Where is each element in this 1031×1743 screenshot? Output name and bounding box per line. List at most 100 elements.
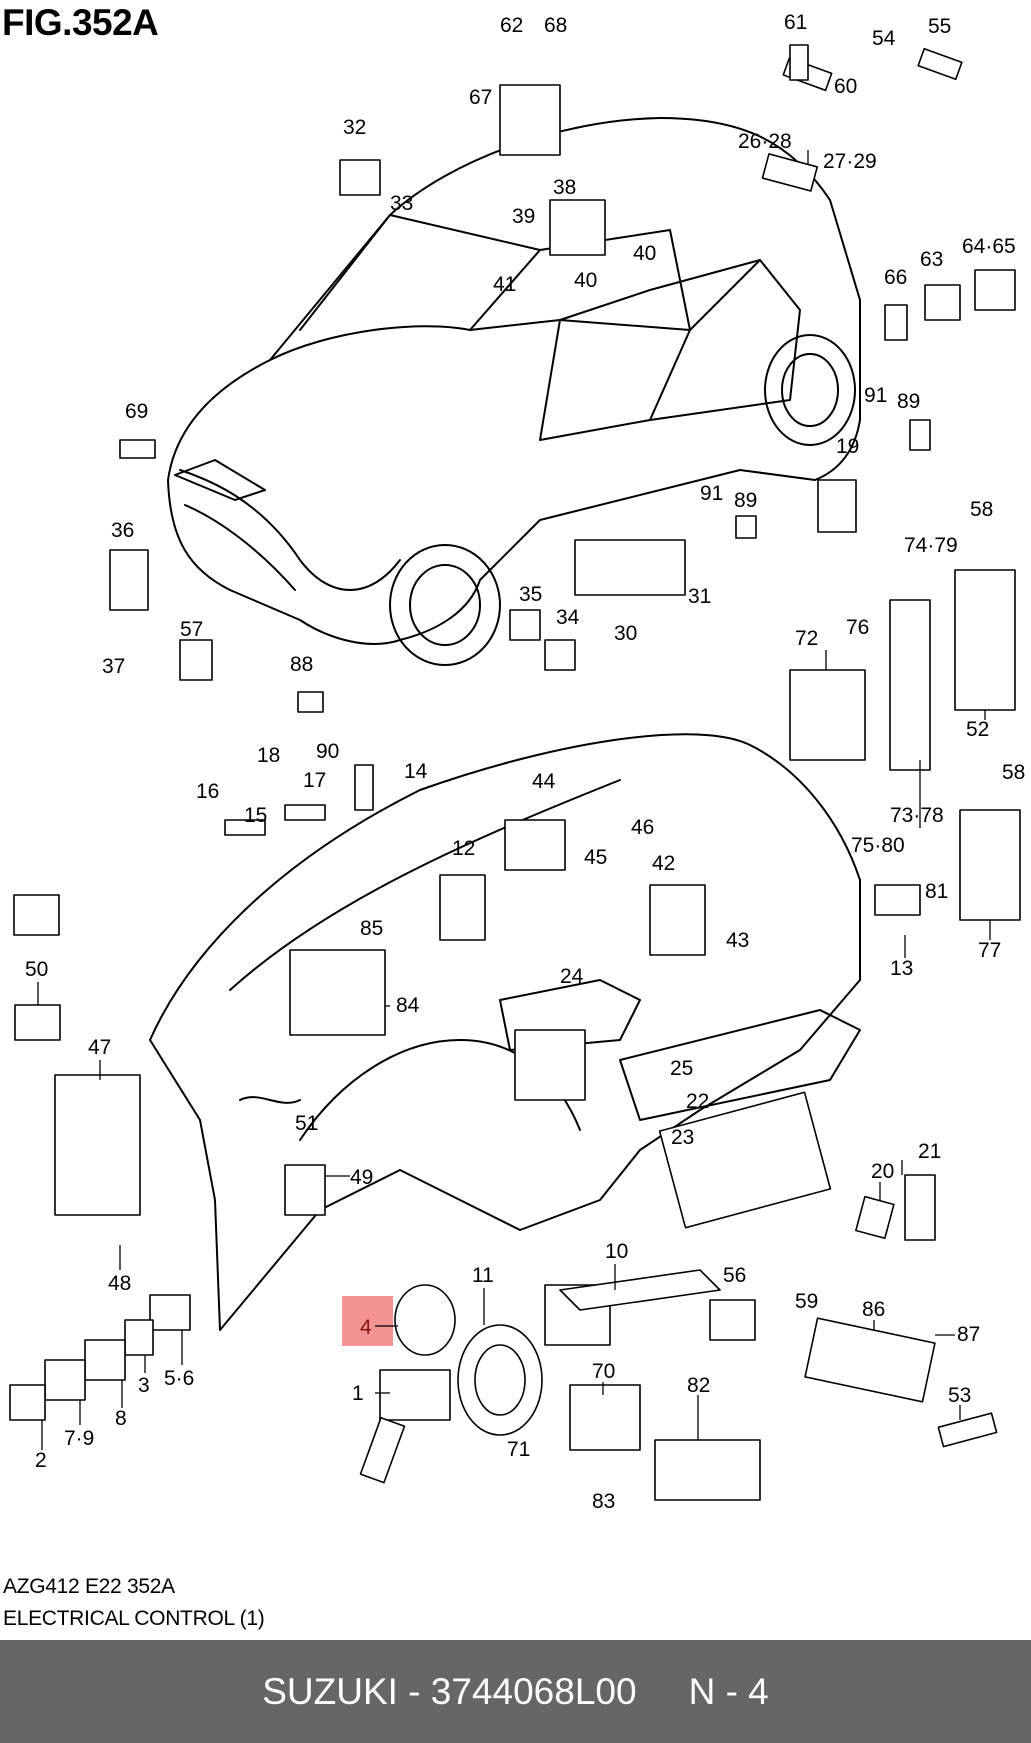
callout-38[interactable]: 38	[553, 176, 576, 199]
callout-30[interactable]: 30	[614, 622, 637, 645]
callout-15[interactable]: 15	[244, 804, 267, 827]
callout-18[interactable]: 18	[257, 744, 280, 767]
callout-17[interactable]: 17	[303, 769, 326, 792]
callout-20[interactable]: 20	[871, 1160, 894, 1183]
callout-62[interactable]: 62	[500, 14, 523, 37]
callout-7-9[interactable]: 7·9	[64, 1427, 94, 1450]
callout-23[interactable]: 23	[671, 1126, 694, 1149]
callout-89a[interactable]: 89	[897, 390, 920, 413]
callout-8[interactable]: 8	[115, 1407, 127, 1430]
callout-5-6[interactable]: 5·6	[164, 1367, 194, 1390]
callout-22[interactable]: 22	[686, 1090, 709, 1113]
callout-4[interactable]: 4	[360, 1316, 372, 1339]
callout-39[interactable]: 39	[512, 205, 535, 228]
callout-14[interactable]: 14	[404, 760, 428, 783]
callout-labels: 1 2 3 4 5·6 7·9 8 10 11 12 13 14 15 16 1…	[25, 11, 1025, 1513]
callout-70[interactable]: 70	[592, 1360, 615, 1383]
callout-67[interactable]: 67	[469, 86, 492, 109]
callout-63[interactable]: 63	[920, 248, 943, 271]
callout-35[interactable]: 35	[519, 583, 542, 606]
callout-54[interactable]: 54	[872, 27, 896, 50]
callout-26-28[interactable]: 26·28	[738, 130, 792, 153]
callout-76[interactable]: 76	[846, 616, 869, 639]
callout-36[interactable]: 36	[111, 519, 134, 542]
callout-32[interactable]: 32	[343, 116, 366, 139]
callout-50[interactable]: 50	[25, 958, 48, 981]
callout-51[interactable]: 51	[295, 1112, 318, 1135]
callout-16[interactable]: 16	[196, 780, 219, 803]
figure-title: FIG.352A	[2, 2, 159, 43]
callout-91a[interactable]: 91	[864, 384, 887, 407]
callout-43[interactable]: 43	[726, 929, 749, 952]
callout-58a[interactable]: 58	[970, 498, 993, 521]
parts-diagram: 1 2 3 4 5·6 7·9 8 10 11 12 13 14 15 16 1…	[9, 11, 1025, 1513]
callout-31[interactable]: 31	[688, 585, 711, 608]
callout-47[interactable]: 47	[88, 1036, 111, 1059]
callout-61[interactable]: 61	[784, 11, 807, 34]
callout-21[interactable]: 21	[918, 1140, 941, 1163]
callout-73-78[interactable]: 73·78	[890, 804, 944, 827]
callout-57[interactable]: 57	[180, 618, 203, 641]
highlight-box	[342, 1296, 393, 1346]
callout-52[interactable]: 52	[966, 718, 989, 741]
callout-24[interactable]: 24	[560, 965, 584, 988]
callout-58b[interactable]: 58	[1002, 761, 1025, 784]
callout-10[interactable]: 10	[605, 1240, 628, 1263]
callout-60[interactable]: 60	[834, 75, 857, 98]
callout-91b[interactable]: 91	[700, 482, 723, 505]
callout-74-79[interactable]: 74·79	[904, 534, 958, 557]
callout-42[interactable]: 42	[652, 852, 675, 875]
callout-82[interactable]: 82	[687, 1374, 710, 1397]
callout-64-65[interactable]: 64·65	[962, 235, 1016, 258]
car-body-illustration	[167, 117, 861, 666]
callout-53[interactable]: 53	[948, 1384, 971, 1407]
callout-81[interactable]: 81	[925, 880, 948, 903]
callout-86[interactable]: 86	[862, 1298, 885, 1321]
callout-12[interactable]: 12	[452, 837, 475, 860]
callout-3[interactable]: 3	[138, 1374, 150, 1397]
callout-75-80[interactable]: 75·80	[851, 834, 905, 857]
callout-25[interactable]: 25	[670, 1057, 693, 1080]
callout-33[interactable]: 33	[390, 192, 413, 215]
callout-13[interactable]: 13	[890, 957, 913, 980]
leader-lines	[37, 150, 991, 1450]
callout-87[interactable]: 87	[957, 1323, 980, 1346]
footer-brand: SUZUKI	[262, 1670, 398, 1712]
callout-55[interactable]: 55	[928, 15, 951, 38]
callout-83[interactable]: 83	[592, 1490, 615, 1513]
callout-49[interactable]: 49	[350, 1166, 373, 1189]
callout-45[interactable]: 45	[584, 846, 607, 869]
callout-40b[interactable]: 40	[574, 269, 597, 292]
callout-41[interactable]: 41	[493, 273, 516, 296]
callout-69[interactable]: 69	[125, 400, 148, 423]
callout-68[interactable]: 68	[544, 14, 567, 37]
callout-2[interactable]: 2	[35, 1449, 47, 1472]
callout-11[interactable]: 11	[472, 1264, 494, 1287]
callout-89b[interactable]: 89	[734, 489, 757, 512]
callout-72[interactable]: 72	[795, 627, 818, 650]
callout-56[interactable]: 56	[723, 1264, 746, 1287]
footer-separator: -	[397, 1670, 431, 1712]
dashboard-illustration	[149, 733, 861, 1331]
callout-34[interactable]: 34	[556, 606, 580, 629]
callout-90[interactable]: 90	[316, 740, 339, 763]
callout-40a[interactable]: 40	[633, 242, 656, 265]
callout-46[interactable]: 46	[631, 816, 654, 839]
callout-27-29[interactable]: 27·29	[823, 150, 877, 173]
figure-caption: ELECTRICAL CONTROL (1)	[3, 1607, 265, 1630]
callout-48[interactable]: 48	[108, 1272, 131, 1295]
footer-bar: SUZUKI - 3744068L00 N - 4	[0, 1640, 1031, 1743]
callout-37[interactable]: 37	[102, 655, 125, 678]
callout-85[interactable]: 85	[360, 917, 383, 940]
callout-71[interactable]: 71	[507, 1438, 530, 1461]
callout-1[interactable]: 1	[352, 1382, 364, 1405]
callout-59[interactable]: 59	[795, 1290, 818, 1313]
callout-66[interactable]: 66	[884, 266, 907, 289]
callout-19[interactable]: 19	[836, 435, 859, 458]
figure-code: AZG412 E22 352A	[3, 1575, 175, 1598]
callout-44[interactable]: 44	[532, 770, 556, 793]
callout-84[interactable]: 84	[396, 994, 420, 1017]
component-shapes	[9, 44, 1021, 1501]
callout-88[interactable]: 88	[290, 653, 313, 676]
callout-77[interactable]: 77	[978, 939, 1001, 962]
